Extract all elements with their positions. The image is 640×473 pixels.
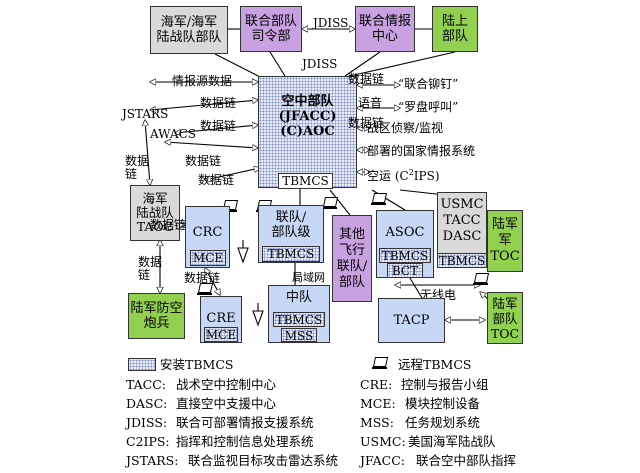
datalink-label-1: 数据链 [200,96,237,110]
squadron-tbmcs: TBMCS [273,312,325,327]
abbrev-key: CRE: [360,377,393,392]
abbrev-value: 任务规划系统 [405,415,481,430]
legend-remote-label: 远程TBMCS [398,357,472,372]
abbrev-value: 联合空中部队指挥 [416,453,517,468]
remote-tbmcs-laptop-icon [371,193,387,205]
legend-remote-laptop-icon [372,357,388,369]
jstars-label: JSTARS [122,107,169,121]
abbrev-value: 联合监视目标攻击雷达系统 [188,453,339,468]
remote-tbmcs-laptop-icon [473,273,489,285]
remote-tbmcs-laptop-icon [322,197,338,209]
abbrev-value: 美国海军陆战队 [408,434,496,449]
lan-label: 局域网 [292,271,325,284]
tacp-node: TACP [378,298,445,343]
army-corps-toc-node: 陆军 军 TOC [487,210,523,272]
abbrev-value: 模块控制设备 [405,396,481,411]
aoc-jfacc: (JFACC) [278,109,337,124]
navy-marine-command-node: 海军/海军 陆战队部队 [150,6,228,54]
asoc-bct: BCT [387,263,423,278]
datalink-label-3: 数据链 [185,154,222,168]
abbrev-key: TACC: [126,377,167,392]
cre-label: CRE [206,311,236,326]
right-datalink2-label: 数据链 [348,116,385,130]
datalink-label-left: 数据 链 [125,154,150,181]
datalink-label-2: 数据链 [200,119,237,133]
right-voice-label: 语音 [358,96,383,110]
theater-recon-label: 战区侦察/监视 [367,121,444,135]
airlift-prefix: 空运 (C [367,169,409,183]
abbrev-key: MSS: [360,415,394,430]
asoc-label: ASOC [385,225,425,240]
squadron-label: 中队 [285,290,312,305]
aoc-tbmcs: TBMCS [278,173,333,189]
marine-taoc-node: 海军 陆战队 TAOC [130,185,180,241]
abbrev-value: 指挥和控制信息处理系统 [176,434,314,449]
crc-label: CRC [192,225,223,240]
deployed-intel-label: 部署的国家情报系统 [367,144,476,158]
army-unit-toc-node: 陆军 部队 TOC [487,292,523,344]
abbrev-key: JFACC: [360,453,405,468]
cre-mce: MCE [204,327,238,342]
abbrev-key: DASC: [126,396,168,411]
abbrev-key: JDISS: [126,415,168,430]
other-air-wings-node: 其他 飞行 联队/ 部队 [332,215,372,302]
datalink-label-4: 数据链 [198,173,235,187]
army-air-defense-node: 陆军防空 炮兵 [128,293,185,339]
airlift-sup: 2 [408,168,414,177]
abbrev-value: 联合可部署情报支援系统 [176,415,314,430]
aoc-caoc: (C)AOC [280,124,335,139]
abbrev-value: 战术空中控制中心 [176,377,277,392]
abbrev-value: 控制与报告小组 [401,377,489,392]
legend-installed-swatch [128,358,156,371]
jfacc-aoc-node: 空中部队 (JFACC) (C)AOC [258,76,357,188]
jdiss-label-top: JDISS [313,16,349,30]
asoc-tbmcs: TBMCS [379,248,431,263]
datalink-label-7: 数据链 [184,271,221,285]
abbrev-key: MCE: [360,396,396,411]
datalink-label-5: 数据链 [150,218,187,232]
right-datalink-label: 数据链 [348,72,385,86]
rivet-joint-label: “联合铆钉” [398,77,459,91]
joint-level-tbmcs: TBMCS [262,246,320,262]
crc-mce: MCE [190,250,226,266]
abbrev-key: JSTARS: [126,453,179,468]
abbrev-key: USMC: [360,434,406,449]
datalink-label-6: 数据 链 [138,255,163,282]
joint-force-command-node: 联合部队 司令部 [240,6,302,52]
squadron-mss: MSS [281,328,317,343]
compass-call-label: “罗盘呼叫” [398,100,459,114]
airlift-label: 空运 (C2IPS) [367,166,440,183]
army-forces-node: 陆上 部队 [432,6,478,52]
joint-intel-center-node: 联合情报 中心 [355,6,415,52]
jdiss-label-mid: JDISS [302,57,338,71]
intel-source-data-label: 情报源数据 [172,74,233,88]
remote-tbmcs-laptop-icon [197,283,213,295]
abbrev-value: 直接空中支援中心 [176,396,277,411]
abbrev-key: C2IPS: [126,434,170,449]
awacs-label: AWACS [150,127,196,141]
legend-installed-label: 安装TBMCS [160,357,234,372]
usmc-tbmcs: TBMCS [437,253,487,268]
airlift-suffix: IPS) [413,169,440,183]
aoc-title: 空中部队 [281,94,334,109]
